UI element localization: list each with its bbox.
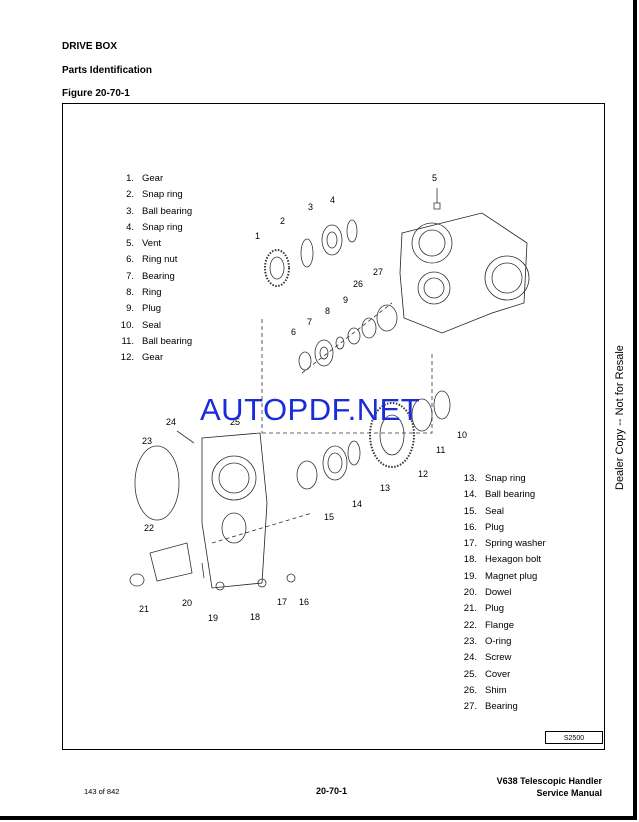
list-item: 11.Ball bearing [121, 335, 193, 347]
list-item: 25.Cover [463, 668, 511, 680]
gear-1-part [264, 249, 290, 287]
manual-title-line1: V638 Telescopic Handler [496, 776, 602, 786]
list-item: 2.Snap ring [126, 189, 183, 201]
list-item: 16.Plug [463, 521, 505, 533]
callout-25: 25 [230, 417, 240, 427]
list-item: 8.Ring [126, 287, 162, 299]
callout-4: 4 [330, 195, 335, 205]
bearing-3 [321, 224, 343, 256]
callout-26: 26 [353, 279, 363, 289]
manual-title-line2: Service Manual [536, 788, 602, 798]
callout-3: 3 [308, 202, 313, 212]
page-number: 143 of 842 [84, 787, 120, 796]
vent-part [433, 188, 441, 210]
list-item: 6.Ring nut [126, 254, 178, 266]
list-item: 3.Ball bearing [126, 205, 193, 217]
figure-code: S2500 [545, 731, 603, 744]
list-item: 14.Ball bearing [463, 489, 536, 501]
list-item: 21.Plug [463, 603, 505, 615]
list-item: 24.Screw [463, 652, 512, 664]
dealer-copy-note: Dealer Copy -- Not for Resale [614, 345, 626, 490]
list-item: 9.Plug [126, 303, 162, 315]
list-item: 7.Bearing [126, 270, 175, 282]
callout-7: 7 [307, 317, 312, 327]
callout-27: 27 [373, 267, 383, 277]
list-item: 10.Seal [120, 319, 162, 331]
callout-21: 21 [139, 604, 149, 614]
exploded-drive-box-diagram: 1 2 3 4 5 6 7 8 9 10 11 12 13 14 15 16 1… [129, 173, 530, 623]
subsection-title: Parts Identification [62, 65, 153, 76]
callout-8: 8 [325, 306, 330, 316]
callout-9: 9 [343, 295, 348, 305]
gear-12-part [369, 402, 415, 468]
housing-bore [411, 222, 453, 264]
parts-list-right: 13.Snap ring 14.Ball bearing 15.Seal 16.… [455, 471, 546, 715]
assembly-line [261, 319, 433, 434]
list-item: 20.Dowel [463, 587, 512, 599]
callout-20: 20 [182, 598, 192, 608]
section-title: DRIVE BOX [62, 41, 118, 52]
o-ring-23 [134, 445, 180, 521]
callout-16: 16 [299, 597, 309, 607]
list-item: 13.Snap ring [463, 473, 526, 484]
list-item: 26.Shim [463, 684, 507, 696]
figure-frame [62, 103, 605, 750]
callout-24: 24 [166, 417, 176, 427]
callout-23: 23 [142, 436, 152, 446]
snap-ring-2 [300, 238, 314, 268]
callout-15: 15 [324, 512, 334, 522]
callout-11: 11 [436, 445, 445, 455]
list-item: 19.Magnet plug [463, 570, 538, 582]
list-item: 4.Snap ring [126, 221, 183, 233]
figure-title: Figure 20-70-1 [62, 88, 130, 99]
list-item: 18.Hexagon bolt [463, 554, 541, 566]
callout-19: 19 [208, 613, 218, 623]
list-item: 12.Gear [120, 352, 164, 364]
list-item: 23.O-ring [463, 635, 512, 647]
flange-22 [149, 542, 193, 582]
callout-10: 10 [457, 430, 467, 440]
list-item: 15.Seal [463, 505, 505, 517]
list-item: 5.Vent [126, 238, 162, 250]
callout-14: 14 [352, 499, 362, 509]
housing-outline [399, 212, 528, 334]
list-item: 27.Bearing [463, 701, 518, 713]
callout-12: 12 [418, 469, 428, 479]
callout-18: 18 [250, 612, 260, 622]
list-item: 1.Gear [126, 173, 164, 184]
callout-1: 1 [255, 231, 260, 241]
cover-25 [201, 432, 268, 589]
callout-13: 13 [380, 483, 390, 493]
section-number: 20-70-1 [316, 786, 348, 796]
callout-labels: 1 2 3 4 5 6 7 8 9 10 11 12 13 14 15 16 1… [139, 173, 467, 623]
callout-6: 6 [291, 327, 296, 337]
callout-22: 22 [144, 523, 154, 533]
callout-17: 17 [277, 597, 287, 607]
callout-2: 2 [280, 216, 285, 226]
manual-title: V638 Telescopic Handler Service Manual [497, 775, 602, 799]
list-item: 17.Spring washer [463, 538, 546, 550]
list-item: 22.Flange [463, 619, 515, 631]
parts-list-left: 1.Gear 2.Snap ring 3.Ball bearing 4.Snap… [112, 171, 192, 367]
watermark-text: AUTOPDF.NET [200, 392, 421, 427]
callout-5: 5 [432, 173, 437, 183]
